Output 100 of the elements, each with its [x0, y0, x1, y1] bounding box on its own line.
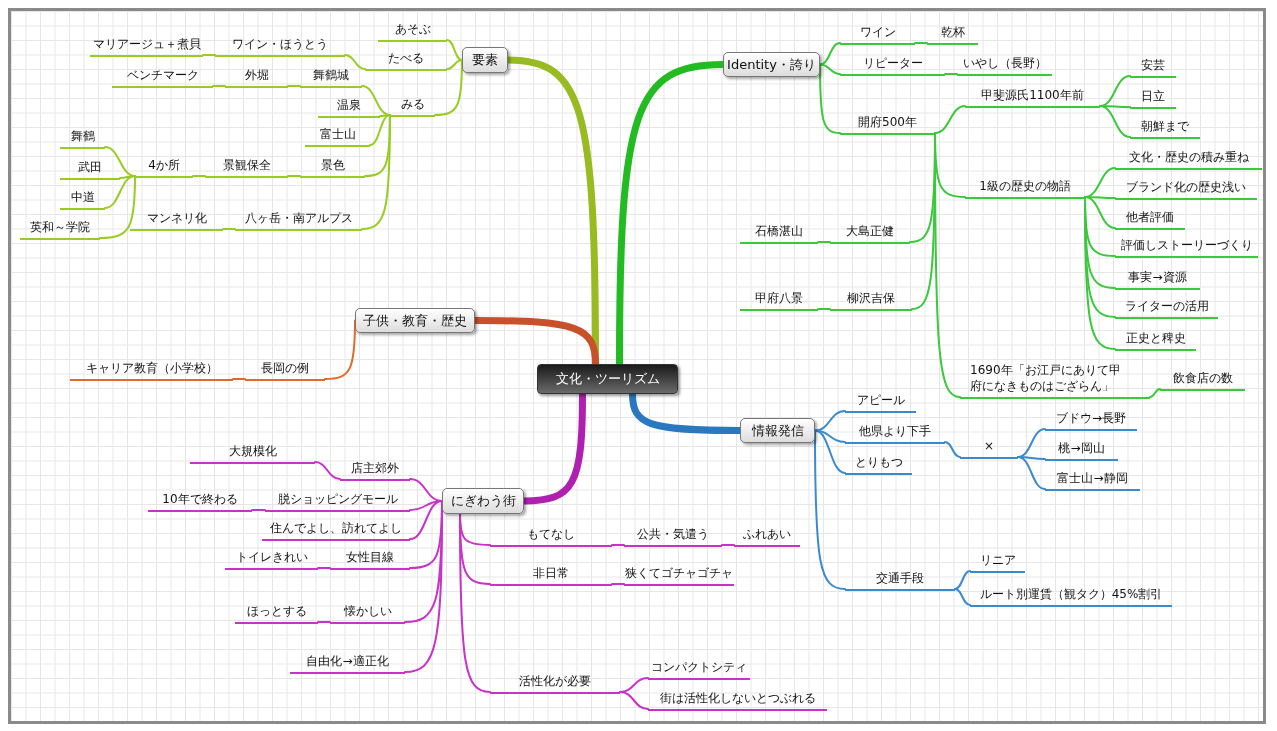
branch-line	[434, 59, 463, 116]
branch-line	[104, 175, 136, 209]
topic-label: 石橋湛山	[740, 222, 818, 244]
branch-line	[814, 410, 846, 432]
topic-label: 正史と稗史	[1115, 329, 1196, 351]
topic-label: 交通手段	[845, 569, 955, 591]
topic-label: 女性目線	[330, 548, 410, 570]
topic-box: 要素	[462, 47, 508, 73]
branch-line	[944, 73, 958, 75]
branch-line	[202, 54, 216, 56]
topic-label: 長岡の例	[245, 359, 325, 381]
topic-label: 柳沢吉保	[830, 289, 912, 311]
topic-label: ベンチマーク	[112, 66, 213, 88]
topic-label: 街は活性化しないとつぶれる	[648, 689, 827, 711]
branch-line	[379, 114, 391, 117]
topic-label: 大島正健	[830, 222, 910, 244]
branch-line	[814, 429, 846, 474]
topic-label: 飲食店の数	[1160, 369, 1245, 391]
topic-label: ほっとする	[235, 602, 318, 624]
topic-label: 店主郊外	[340, 459, 410, 481]
topic-label: 富士山	[305, 125, 370, 147]
branch-line	[317, 567, 331, 569]
topic-label: 文化・歴史の積み重ね	[1115, 148, 1262, 170]
topic-label: 住んでよし、訪れてよし	[262, 519, 410, 541]
topic-label: リニア	[970, 551, 1025, 573]
central-topic-box: 文化・ツーリズム	[537, 364, 678, 394]
topic-label: もてなし	[490, 525, 612, 547]
branch-line	[1084, 196, 1116, 350]
topic-label: 武田	[60, 158, 120, 180]
branch-line	[446, 39, 463, 61]
topic-label: 公共・気遣う	[624, 525, 722, 547]
branch-line	[619, 691, 649, 710]
branch-line	[819, 63, 841, 75]
branch-line	[954, 570, 971, 590]
branch-line	[819, 63, 841, 134]
topic-box: 情報発信	[740, 418, 815, 443]
branch-line	[324, 319, 356, 380]
topic-label: 桃→岡山	[1045, 439, 1118, 461]
topic-label: マリアージュ＋煮貝	[90, 35, 203, 57]
branch-line	[212, 85, 226, 87]
topic-label: 舞鶴城	[300, 66, 362, 88]
topic-label: ×	[960, 437, 1018, 459]
branch-line	[817, 308, 831, 310]
branch-line	[817, 241, 831, 243]
topic-label: 富士山→静岡	[1045, 469, 1140, 491]
topic-label: 活性化が必要	[490, 672, 620, 694]
topic-label: 乾杯	[927, 23, 978, 45]
branch-line	[287, 175, 301, 177]
topic-box: Identity・誇り	[723, 52, 820, 77]
branch-line	[317, 621, 331, 623]
topic-label: 大規模化	[190, 442, 315, 464]
topic-label: アピール	[845, 391, 916, 413]
topic-label: 中道	[60, 188, 105, 210]
topic-label: 狭くてゴチャゴチャ	[624, 564, 734, 586]
topic-label: たべる	[365, 49, 447, 71]
topic-label: 事実→資源	[1115, 268, 1200, 290]
topic-label: 10年で終わる	[148, 490, 252, 512]
topic-label: コンパクトシティ	[648, 658, 750, 680]
topic-label: 他者評価	[1115, 208, 1185, 230]
branch-line	[1084, 196, 1116, 229]
branch-line	[192, 175, 206, 177]
branch-line	[369, 114, 391, 146]
branch-line	[99, 175, 136, 239]
topic-label: 日立	[1130, 87, 1176, 109]
branch-line	[1099, 105, 1131, 138]
topic-label: 安芸	[1130, 56, 1176, 78]
topic-label: 評価しストーリーづくり	[1115, 236, 1258, 258]
topic-label: ライターの活用	[1115, 297, 1218, 319]
branch-line	[934, 105, 966, 134]
topic-label: いやし（長野）	[957, 54, 1052, 76]
topic-label: ブランド化の歴史浅い	[1115, 178, 1257, 200]
branch-line	[611, 583, 625, 585]
branch-line	[611, 544, 625, 546]
branch-line	[914, 42, 928, 44]
branch-line	[251, 509, 266, 511]
branch-line	[721, 544, 735, 546]
branch-line	[944, 441, 961, 458]
topic-label: 1級の歴史の物語	[965, 177, 1085, 199]
topic-label: ワイン・ほうとう	[215, 35, 345, 57]
branch-line	[1017, 456, 1046, 490]
topic-label: リピーター	[840, 54, 945, 76]
branch-line	[287, 85, 301, 87]
topic-label: 開府500年	[840, 113, 935, 135]
topic-label: 舞鶴	[60, 127, 105, 149]
topic-label: 景観保全	[205, 156, 288, 178]
topic-label: 1690年「お江戸にありて甲府になきものはござらん」	[960, 355, 1150, 399]
topic-label: 脱ショッピングモール	[265, 490, 410, 512]
topic-label: 甲府八景	[740, 289, 818, 311]
branch-line	[344, 54, 366, 70]
topic-label: 他県より下手	[845, 422, 945, 444]
branch-line	[222, 228, 236, 230]
topic-label: 八ヶ岳・南アルプス	[235, 209, 362, 231]
topic-label: 懐かしい	[330, 602, 405, 624]
branch-line	[1149, 388, 1161, 398]
branch-line	[814, 429, 846, 590]
topic-label: みる	[390, 95, 435, 117]
topic-label: ワイン	[840, 23, 915, 45]
topic-label: 自由化→適正化	[290, 652, 405, 674]
topic-label: ルート別運賃（観タク）45%割引	[970, 585, 1172, 607]
topic-label: 4か所	[135, 156, 193, 178]
